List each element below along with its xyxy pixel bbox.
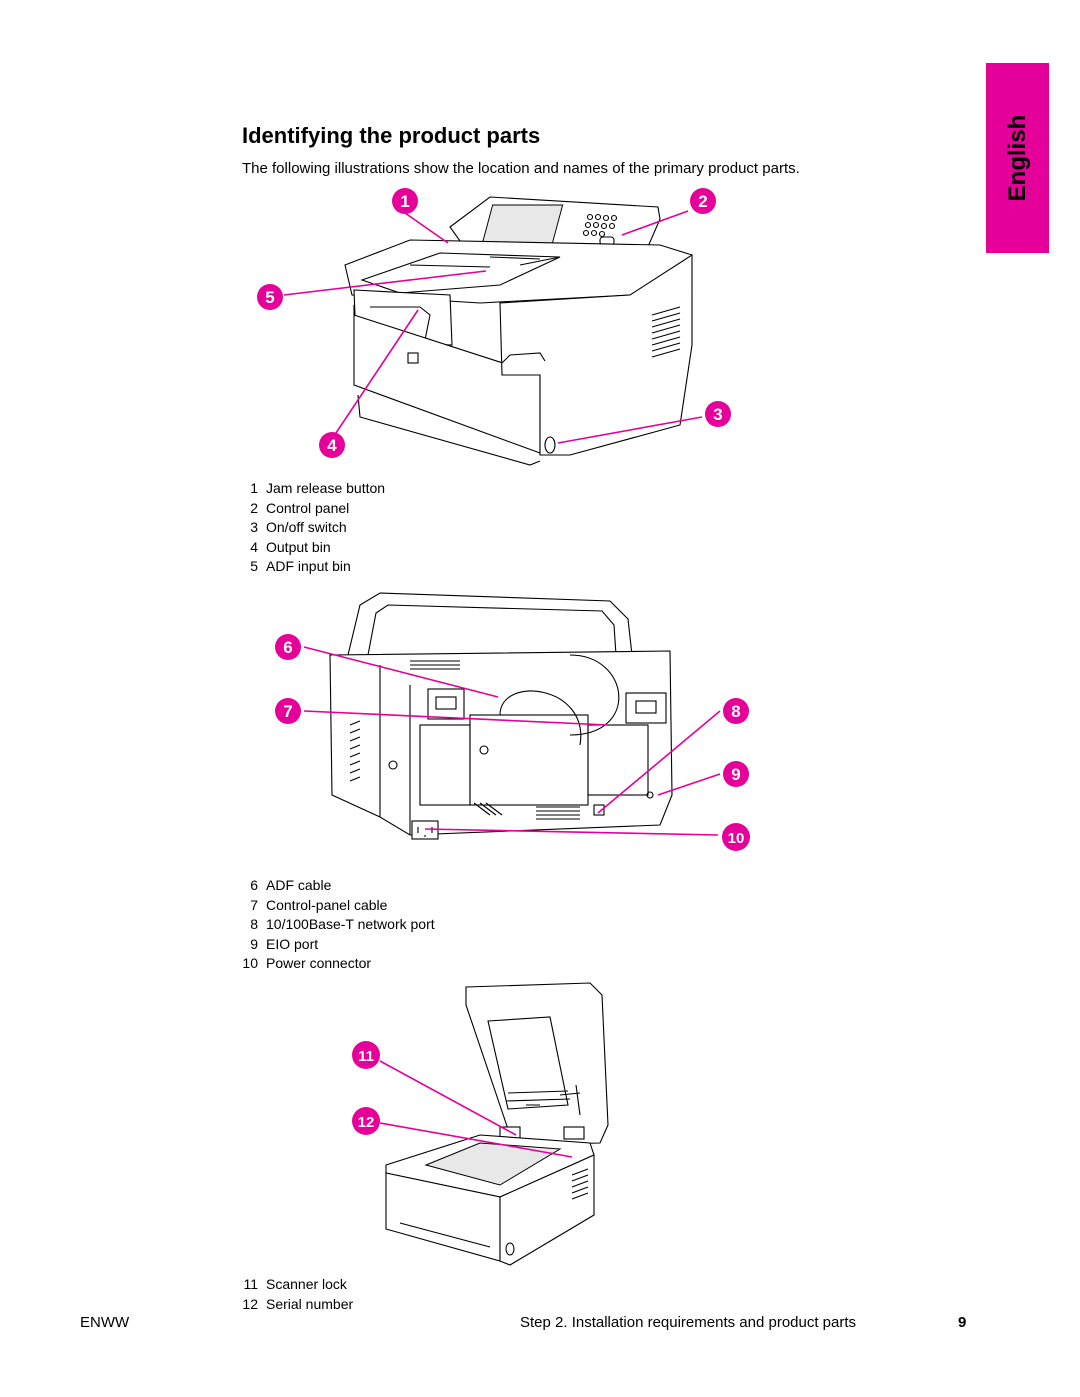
- footer-left: ENWW: [80, 1314, 130, 1331]
- language-tab: English: [986, 63, 1049, 253]
- svg-text:10: 10: [728, 830, 745, 847]
- svg-text:6: 6: [283, 638, 292, 657]
- svg-text:4: 4: [327, 436, 337, 455]
- svg-text:3: 3: [713, 405, 722, 424]
- callout-3: 3: [705, 401, 731, 427]
- front-view-illustration: 1 2 3 4 5: [257, 188, 731, 466]
- callout-9: 9: [723, 761, 749, 787]
- svg-text:1: 1: [400, 192, 409, 211]
- open-lid-illustration: 11 12: [352, 982, 609, 1266]
- open-lid-leader-lines: [379, 1060, 573, 1158]
- page-title: Identifying the product parts: [242, 123, 541, 148]
- callout-6: 6: [275, 634, 301, 660]
- front-leader-lines: [283, 210, 703, 444]
- callout-11: 11: [352, 1041, 380, 1069]
- callout-1: 1: [392, 188, 418, 214]
- rear-leader-lines: [303, 646, 721, 836]
- callout-2: 2: [690, 188, 716, 214]
- svg-text:11: 11: [358, 1048, 374, 1065]
- front-device-drawing: [344, 196, 693, 466]
- footer-chapter: Step 2. Installation requirements and pr…: [520, 1314, 857, 1331]
- callout-4: 4: [319, 432, 345, 458]
- svg-text:5: 5: [265, 288, 274, 307]
- rear-device-drawing: [329, 592, 673, 840]
- open-lid-drawing: [385, 982, 609, 1266]
- callout-10: 10: [722, 823, 750, 851]
- language-tab-label: English: [1003, 114, 1031, 202]
- svg-text:9: 9: [731, 765, 740, 784]
- rear-view-illustration: 6 7 8 9 10: [275, 592, 750, 851]
- svg-text:2: 2: [698, 192, 707, 211]
- svg-text:12: 12: [358, 1114, 375, 1131]
- intro-text: The following illustrations show the loc…: [242, 160, 800, 177]
- svg-text:8: 8: [731, 702, 740, 721]
- callout-5: 5: [257, 284, 283, 310]
- page-number: 9: [958, 1314, 967, 1331]
- callout-8: 8: [723, 698, 749, 724]
- svg-text:7: 7: [283, 702, 292, 721]
- callout-7: 7: [275, 698, 301, 724]
- callout-12: 12: [352, 1107, 380, 1135]
